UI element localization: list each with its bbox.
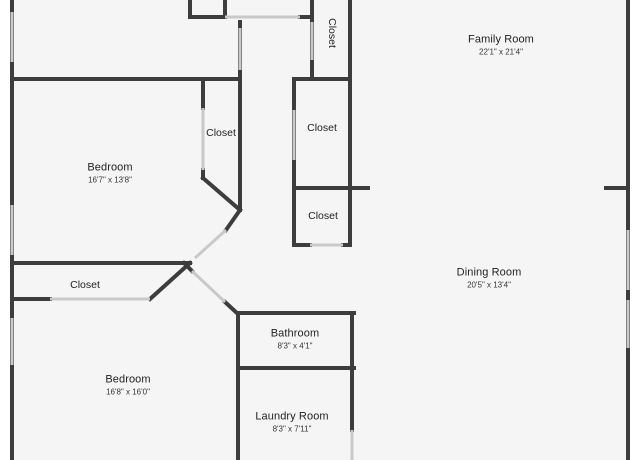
window-group <box>10 12 630 460</box>
room-name: Bedroom <box>105 373 151 386</box>
room-family-room: Family Room 22'1" x 21'4" <box>468 34 534 57</box>
room-name: Bedroom <box>87 161 133 174</box>
floor-area <box>10 0 630 460</box>
room-bedroom-lower: Bedroom 16'8" x 16'0" <box>105 374 150 397</box>
wall-closet-bottom-angle <box>147 260 193 302</box>
closet-label-hall-upper: Closet <box>307 122 337 134</box>
wall-group <box>10 0 630 460</box>
room-bedroom-upper: Bedroom 16'7" x 13'8" <box>87 162 132 185</box>
room-dimensions: 8'3" x 4'1" <box>277 341 313 351</box>
room-dining-room: Dining Room 20'5" x 13'4" <box>457 267 522 290</box>
door-lower-diag <box>190 269 227 304</box>
wall-lower-diag <box>222 299 241 317</box>
room-name: Dining Room <box>456 266 522 279</box>
door-bedroom-diag <box>193 228 228 260</box>
closet-label-bedroom: Closet <box>206 127 236 139</box>
wall-bedroom-diag-lower <box>223 207 243 233</box>
room-laundry-room: Laundry Room 8'3" x 7'11" <box>255 411 328 434</box>
room-dimensions: 22'1" x 21'4" <box>479 47 523 57</box>
room-dimensions: 16'8" x 16'0" <box>106 387 150 397</box>
room-name: Family Room <box>468 33 534 46</box>
wall-door-stub <box>181 260 195 274</box>
room-dimensions: 8'3" x 7'11" <box>272 424 312 434</box>
room-name: Bathroom <box>270 327 320 340</box>
room-dimensions: 16'7" x 13'8" <box>88 175 132 185</box>
room-bathroom: Bathroom 8'3" x 4'1" <box>271 328 320 351</box>
closet-label-top: Closet <box>326 18 338 48</box>
closet-label-bottom-left: Closet <box>70 279 100 291</box>
room-name: Laundry Room <box>255 410 329 423</box>
wall-bedroom-closet-angle <box>200 175 243 213</box>
closet-label-hall-lower: Closet <box>308 210 338 222</box>
room-dimensions: 20'5" x 13'4" <box>467 280 511 290</box>
